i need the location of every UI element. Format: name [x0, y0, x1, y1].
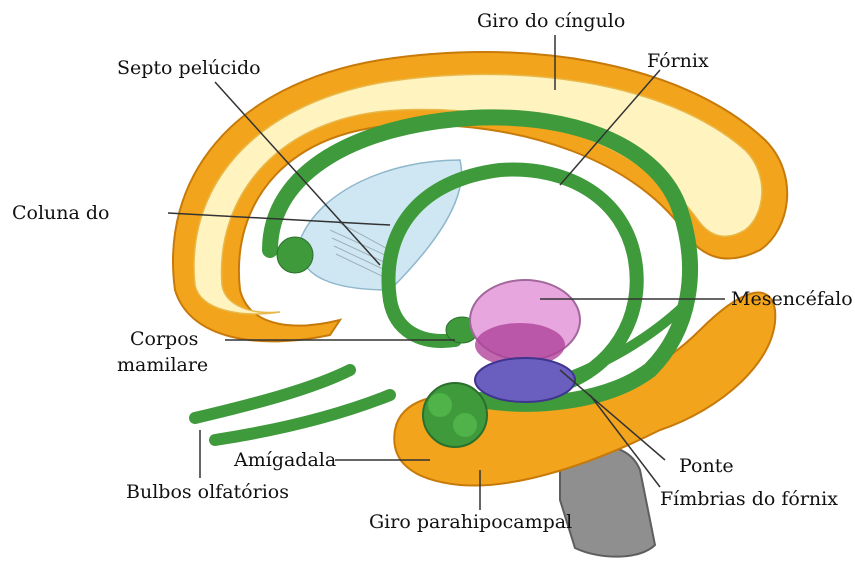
label-amigdala: Amígadala — [234, 449, 336, 471]
amygdala-shape — [423, 383, 487, 447]
label-septo-pelucido: Septo pelúcido — [117, 57, 261, 79]
fornix-column — [390, 300, 455, 341]
amygdala-lobe — [453, 413, 477, 437]
label-coluna-do: Coluna do — [12, 202, 110, 224]
label-mamilare: mamilare — [117, 354, 208, 376]
pons-shape — [475, 358, 575, 402]
label-fornix: Fórnix — [647, 50, 709, 72]
amygdala-lobe — [428, 393, 452, 417]
label-bulbos-olfatorios: Bulbos olfatórios — [126, 481, 289, 503]
label-giro-parahipocampal: Giro parahipocampal — [369, 511, 572, 533]
label-fimbrias: Fímbrias do fórnix — [660, 488, 838, 510]
label-mesencefalo: Mesencéfalo — [731, 288, 853, 310]
label-giro-cingulo: Giro do cíngulo — [477, 10, 625, 32]
label-corpos: Corpos — [130, 328, 198, 350]
label-ponte: Ponte — [679, 455, 734, 477]
septal-nucleus — [277, 237, 313, 273]
